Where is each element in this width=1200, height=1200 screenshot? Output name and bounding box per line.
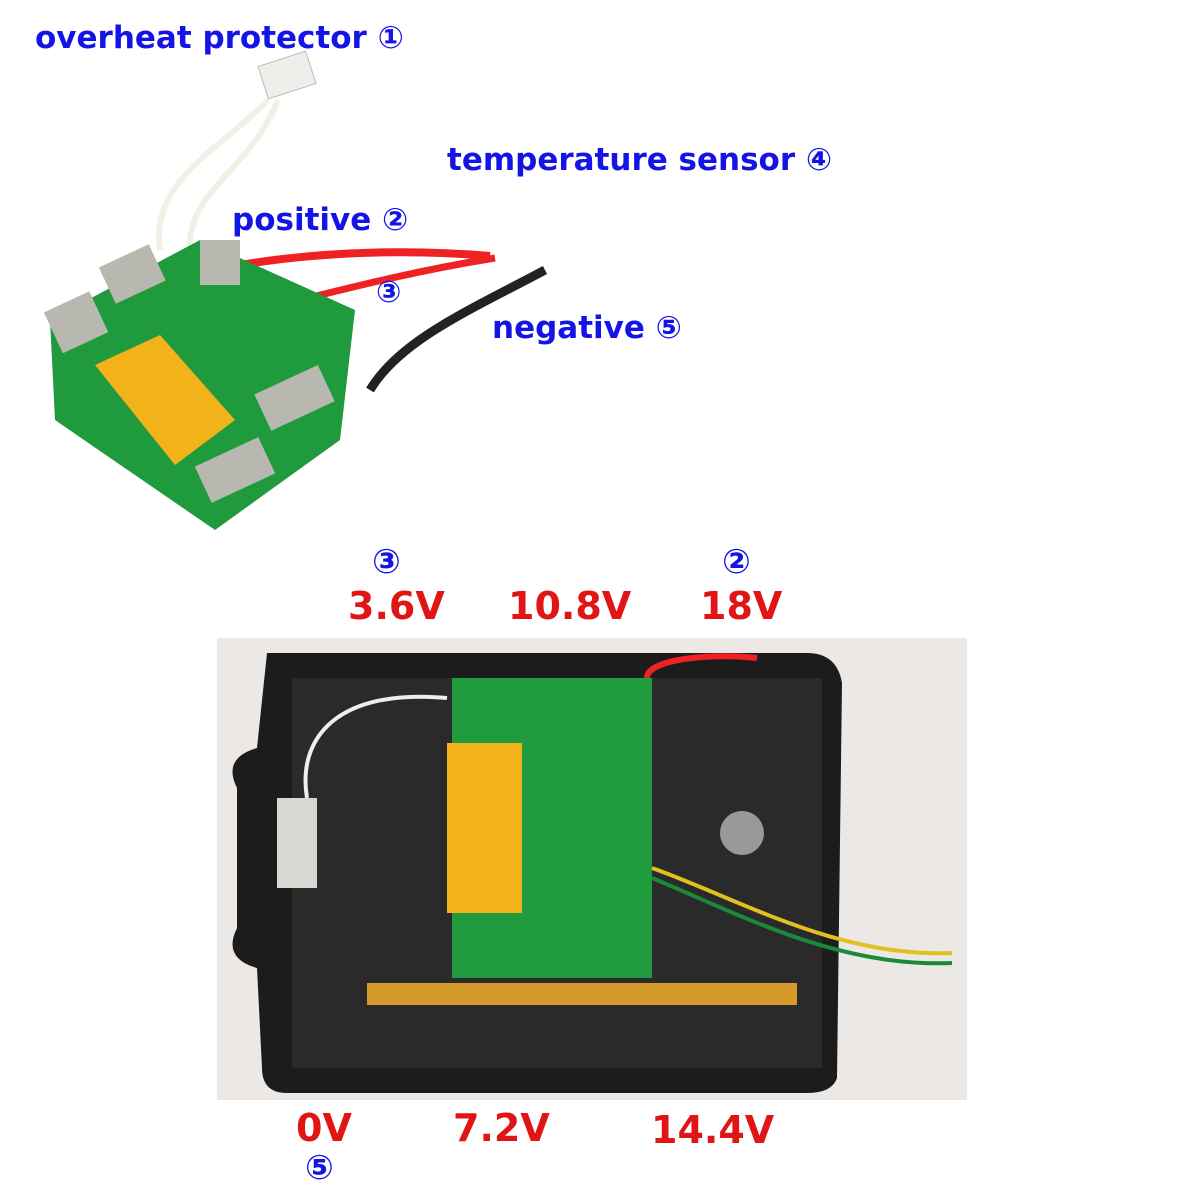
voltage-18: 18V bbox=[700, 584, 783, 628]
overheat-protector bbox=[257, 50, 317, 100]
overheat-wires bbox=[156, 97, 281, 251]
pcb-photo bbox=[43, 50, 548, 530]
marker-2: ② bbox=[722, 542, 751, 582]
overheat-protector bbox=[277, 798, 317, 888]
flex-strip bbox=[367, 983, 797, 1005]
marker-3: ③ bbox=[372, 542, 401, 582]
voltage-0: 0V bbox=[296, 1106, 352, 1150]
label-wire-3: ③ bbox=[376, 275, 402, 310]
label-negative: negative ⑤ bbox=[492, 310, 682, 346]
battery-case-photo bbox=[217, 638, 967, 1100]
marker-5: ⑤ bbox=[305, 1148, 334, 1188]
metal-contacts bbox=[43, 240, 335, 503]
voltage-3-6: 3.6V bbox=[348, 584, 445, 628]
label-temperature-sensor: temperature sensor ④ bbox=[447, 142, 833, 178]
negative-wire bbox=[366, 266, 548, 393]
yellow-connector bbox=[95, 335, 235, 465]
label-overheat-protector: overheat protector ① bbox=[35, 20, 404, 56]
voltage-7-2: 7.2V bbox=[453, 1106, 550, 1150]
voltage-10-8: 10.8V bbox=[508, 584, 632, 628]
yellow-connector bbox=[447, 743, 522, 913]
positive-wire bbox=[239, 248, 491, 269]
label-positive: positive ② bbox=[232, 202, 409, 238]
voltage-14-4: 14.4V bbox=[651, 1108, 775, 1152]
